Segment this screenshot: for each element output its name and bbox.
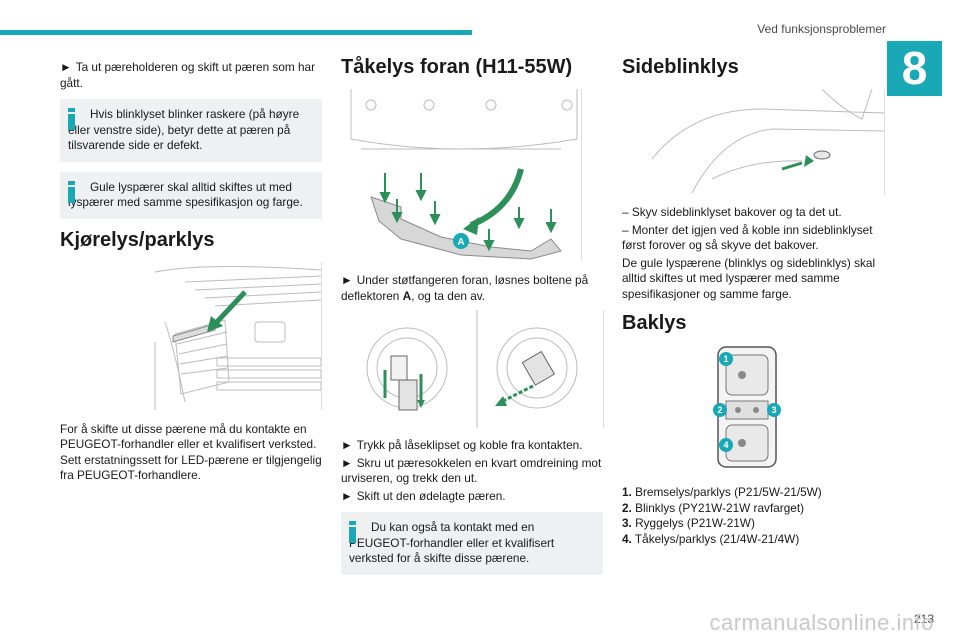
side-step-1: – Skyv sideblinklyset bakover og ta det … [622, 205, 842, 219]
fog-step-3-text: Skru ut pæresokkelen en kvart omdreining… [341, 455, 602, 486]
info-box-blinker: Hvis blinklyset blinker raskere (på høyr… [60, 99, 322, 162]
fog-step-3: ►Skru ut pæresokkelen en kvart omdreinin… [341, 456, 603, 487]
info-box-yellow-bulbs: Gule lyspærer skal alltid skiftes ut med… [60, 171, 322, 219]
heading-side-indicators: Sideblinklys [622, 56, 739, 78]
chapter-number-badge: 8 [887, 41, 942, 96]
fog-step-2-text: Trykk på låseklipset og koble fra kontak… [356, 438, 583, 452]
bullet-arrow-icon: ► [341, 273, 353, 287]
rear-lights-label-4: 4 [723, 440, 728, 450]
intro-step: ►Ta ut pæreholderen og skift ut pæren so… [60, 60, 322, 91]
intro-text: Ta ut pæreholderen og skift ut pæren som… [60, 60, 316, 90]
bullet-arrow-icon: ► [341, 488, 353, 503]
rear-lights-list: 1. Bremselys/parklys (P21/5W-21/5W) 2. B… [622, 485, 884, 547]
info-icon [349, 521, 356, 543]
watermark: carmanualsonline.info [709, 610, 934, 635]
column-3: Sideblinklys – Skyv sideblinklyset bakov… [622, 56, 885, 547]
column-1: ►Ta ut pæreholderen og skift ut pæren so… [60, 60, 322, 490]
heading-rear-lights: Baklys [622, 312, 687, 334]
bullet-arrow-icon: ► [60, 60, 72, 74]
side-indicator-illustration [651, 88, 885, 195]
column-2: Tåkelys foran (H11-55W) A [341, 56, 604, 585]
fog-step-1-text: Under støtfangeren foran, løsnes boltene… [341, 273, 589, 303]
bullet-arrow-icon: ► [341, 455, 353, 470]
fog-step-4: ►Skift ut den ødelagte pæren. [341, 489, 603, 505]
rear-lights-label-3: 3 [771, 405, 776, 415]
list-item: 4. Tåkelys/parklys (21/4W-21/4W) [622, 531, 800, 546]
section-title: Ved funksjonsproblemer [757, 22, 886, 36]
info-text: Hvis blinklyset blinker raskere (på høyr… [68, 107, 300, 152]
fog-light-bulb-illustration [351, 310, 604, 428]
side-note: De gule lyspærene (blinklys og sideblink… [622, 255, 876, 301]
fog-step-4-text: Skift ut den ødelagte pæren. [356, 488, 506, 503]
list-item: 1. Bremselys/parklys (P21/5W-21/5W) [622, 485, 822, 499]
rear-lights-illustration: 1 2 3 4 [712, 345, 782, 469]
page-number: 213 [913, 612, 934, 626]
rear-lights-label-2: 2 [717, 405, 722, 415]
info-text: Du kan også ta kontakt med en PEUGEOT-fo… [349, 520, 555, 565]
list-item: 3. Ryggelys (P21W-21W) [622, 516, 755, 530]
bullet-arrow-icon: ► [341, 438, 353, 452]
side-step-2: – Monter det igjen ved å koble inn sideb… [622, 222, 873, 253]
info-icon [68, 180, 75, 203]
info-icon [68, 108, 75, 130]
daytime-lights-body: For å skifte ut disse pærene må du konta… [60, 421, 322, 483]
fog-step-1: ►Under støtfangeren foran, løsnes bolten… [341, 273, 603, 304]
fog-step-1-tail: , og ta den av. [411, 288, 486, 303]
daytime-lights-illustration [145, 261, 322, 410]
rear-lights-label-1: 1 [723, 354, 728, 364]
fog-light-deflector-illustration: A [341, 89, 582, 261]
fog-step-1-ref: A [402, 288, 412, 303]
heading-front-fog-lights: Tåkelys foran (H11-55W) [341, 56, 573, 78]
heading-daytime-lights: Kjørelys/parklys [60, 228, 215, 251]
info-text: Gule lyspærer skal alltid skiftes ut med… [68, 179, 303, 210]
top-accent-bar [0, 30, 472, 35]
deflector-label-a: A [457, 237, 464, 248]
list-item: 2. Blinklys (PY21W-21W ravfarget) [622, 500, 805, 515]
info-box-dealer: Du kan også ta kontakt med en PEUGEOT-fo… [341, 512, 603, 575]
fog-step-2: ►Trykk på låseklipset og koble fra konta… [341, 438, 603, 454]
